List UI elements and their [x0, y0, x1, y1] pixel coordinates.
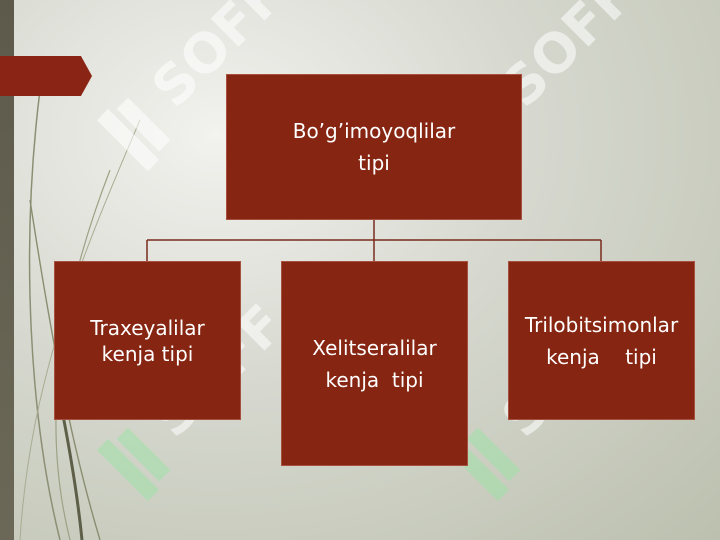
child-node-line1: Traxeyalilar	[90, 315, 205, 340]
left-accent-bar	[0, 0, 14, 540]
title-ribbon	[0, 56, 92, 96]
child-node-traxeyalilar: Traxeyalilar kenja tipi	[54, 261, 241, 420]
child-node-line1: Xelitseralilar	[312, 335, 437, 360]
child-node-line2: kenja tipi	[325, 367, 424, 392]
child-node-trilobitsimonlar: Trilobitsimonlar kenja tipi	[508, 261, 695, 420]
child-node-line2: kenja tipi	[101, 341, 194, 366]
root-node-line1: Bo’g’imoyoqlilar	[292, 119, 456, 143]
child-node-line2: kenja tipi	[546, 344, 657, 369]
child-node-line1: Trilobitsimonlar	[524, 312, 679, 337]
root-node-box: Bo’g’imoyoqlilar tipi	[226, 74, 522, 220]
root-node-line2: tipi	[358, 151, 390, 175]
child-node-xelitseralilar: Xelitseralilar kenja tipi	[281, 261, 468, 466]
